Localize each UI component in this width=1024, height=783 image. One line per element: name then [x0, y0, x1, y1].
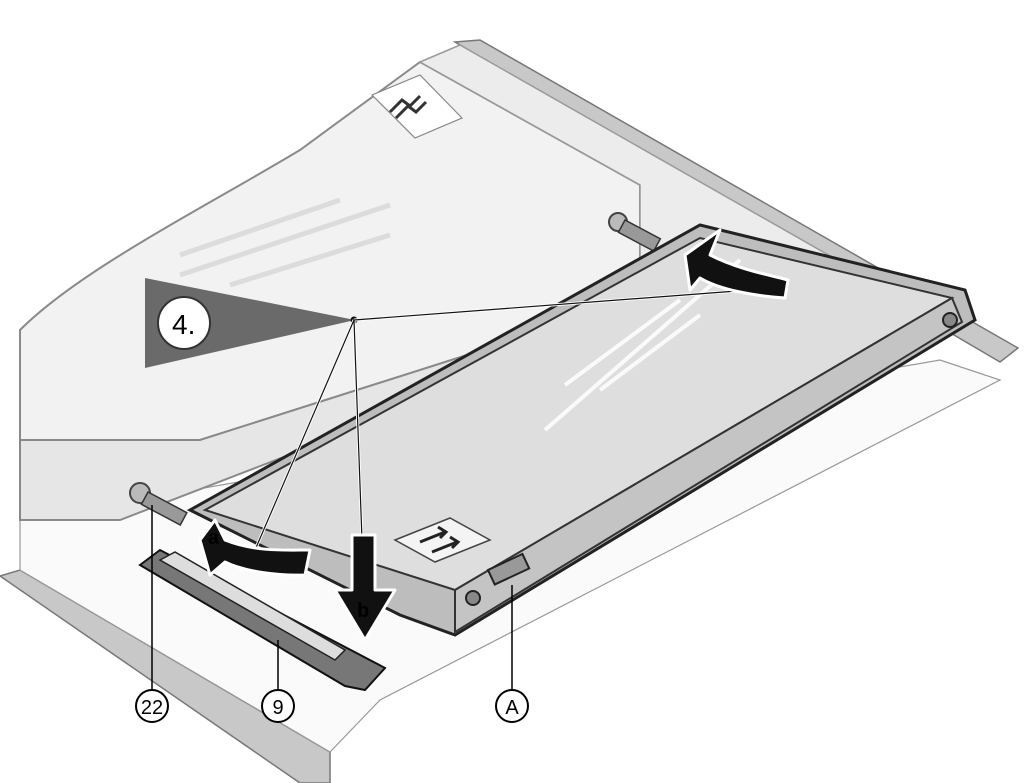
arrow-b: b [333, 533, 397, 642]
arrow-a-label: a [208, 527, 220, 549]
hinged-panel [186, 223, 977, 637]
step-badge [157, 296, 211, 350]
panel-label-plate [393, 517, 492, 563]
arrow-a: a [198, 518, 312, 577]
direction-symbol [388, 94, 428, 120]
surface-reflections [179, 197, 391, 288]
callout-A-label: A [505, 697, 519, 719]
callout-9-label: 9 [272, 697, 283, 719]
screw-rear [942, 312, 958, 328]
screw-front [465, 590, 481, 606]
callout-22: 22 [135, 505, 169, 723]
label-plate [370, 74, 464, 139]
panel-edge [454, 296, 964, 634]
callout-A: A [495, 585, 529, 723]
pivot-pin-rear [608, 212, 662, 253]
rotate-arrow-rear [683, 228, 790, 300]
bracket [138, 548, 387, 692]
lower-rail [0, 569, 331, 783]
leader-lines-inner [254, 289, 751, 551]
pivot-pin-front [129, 482, 188, 527]
panel-part-a [486, 552, 531, 586]
callout-9: 9 [261, 640, 295, 723]
callout-22-label: 22 [141, 697, 163, 719]
panel-reflections [543, 258, 742, 432]
step-marker: 4. [145, 278, 751, 551]
step-number: 4. [172, 309, 195, 340]
arrow-b-label: b [357, 600, 369, 622]
panel-direction-symbol [419, 525, 461, 554]
